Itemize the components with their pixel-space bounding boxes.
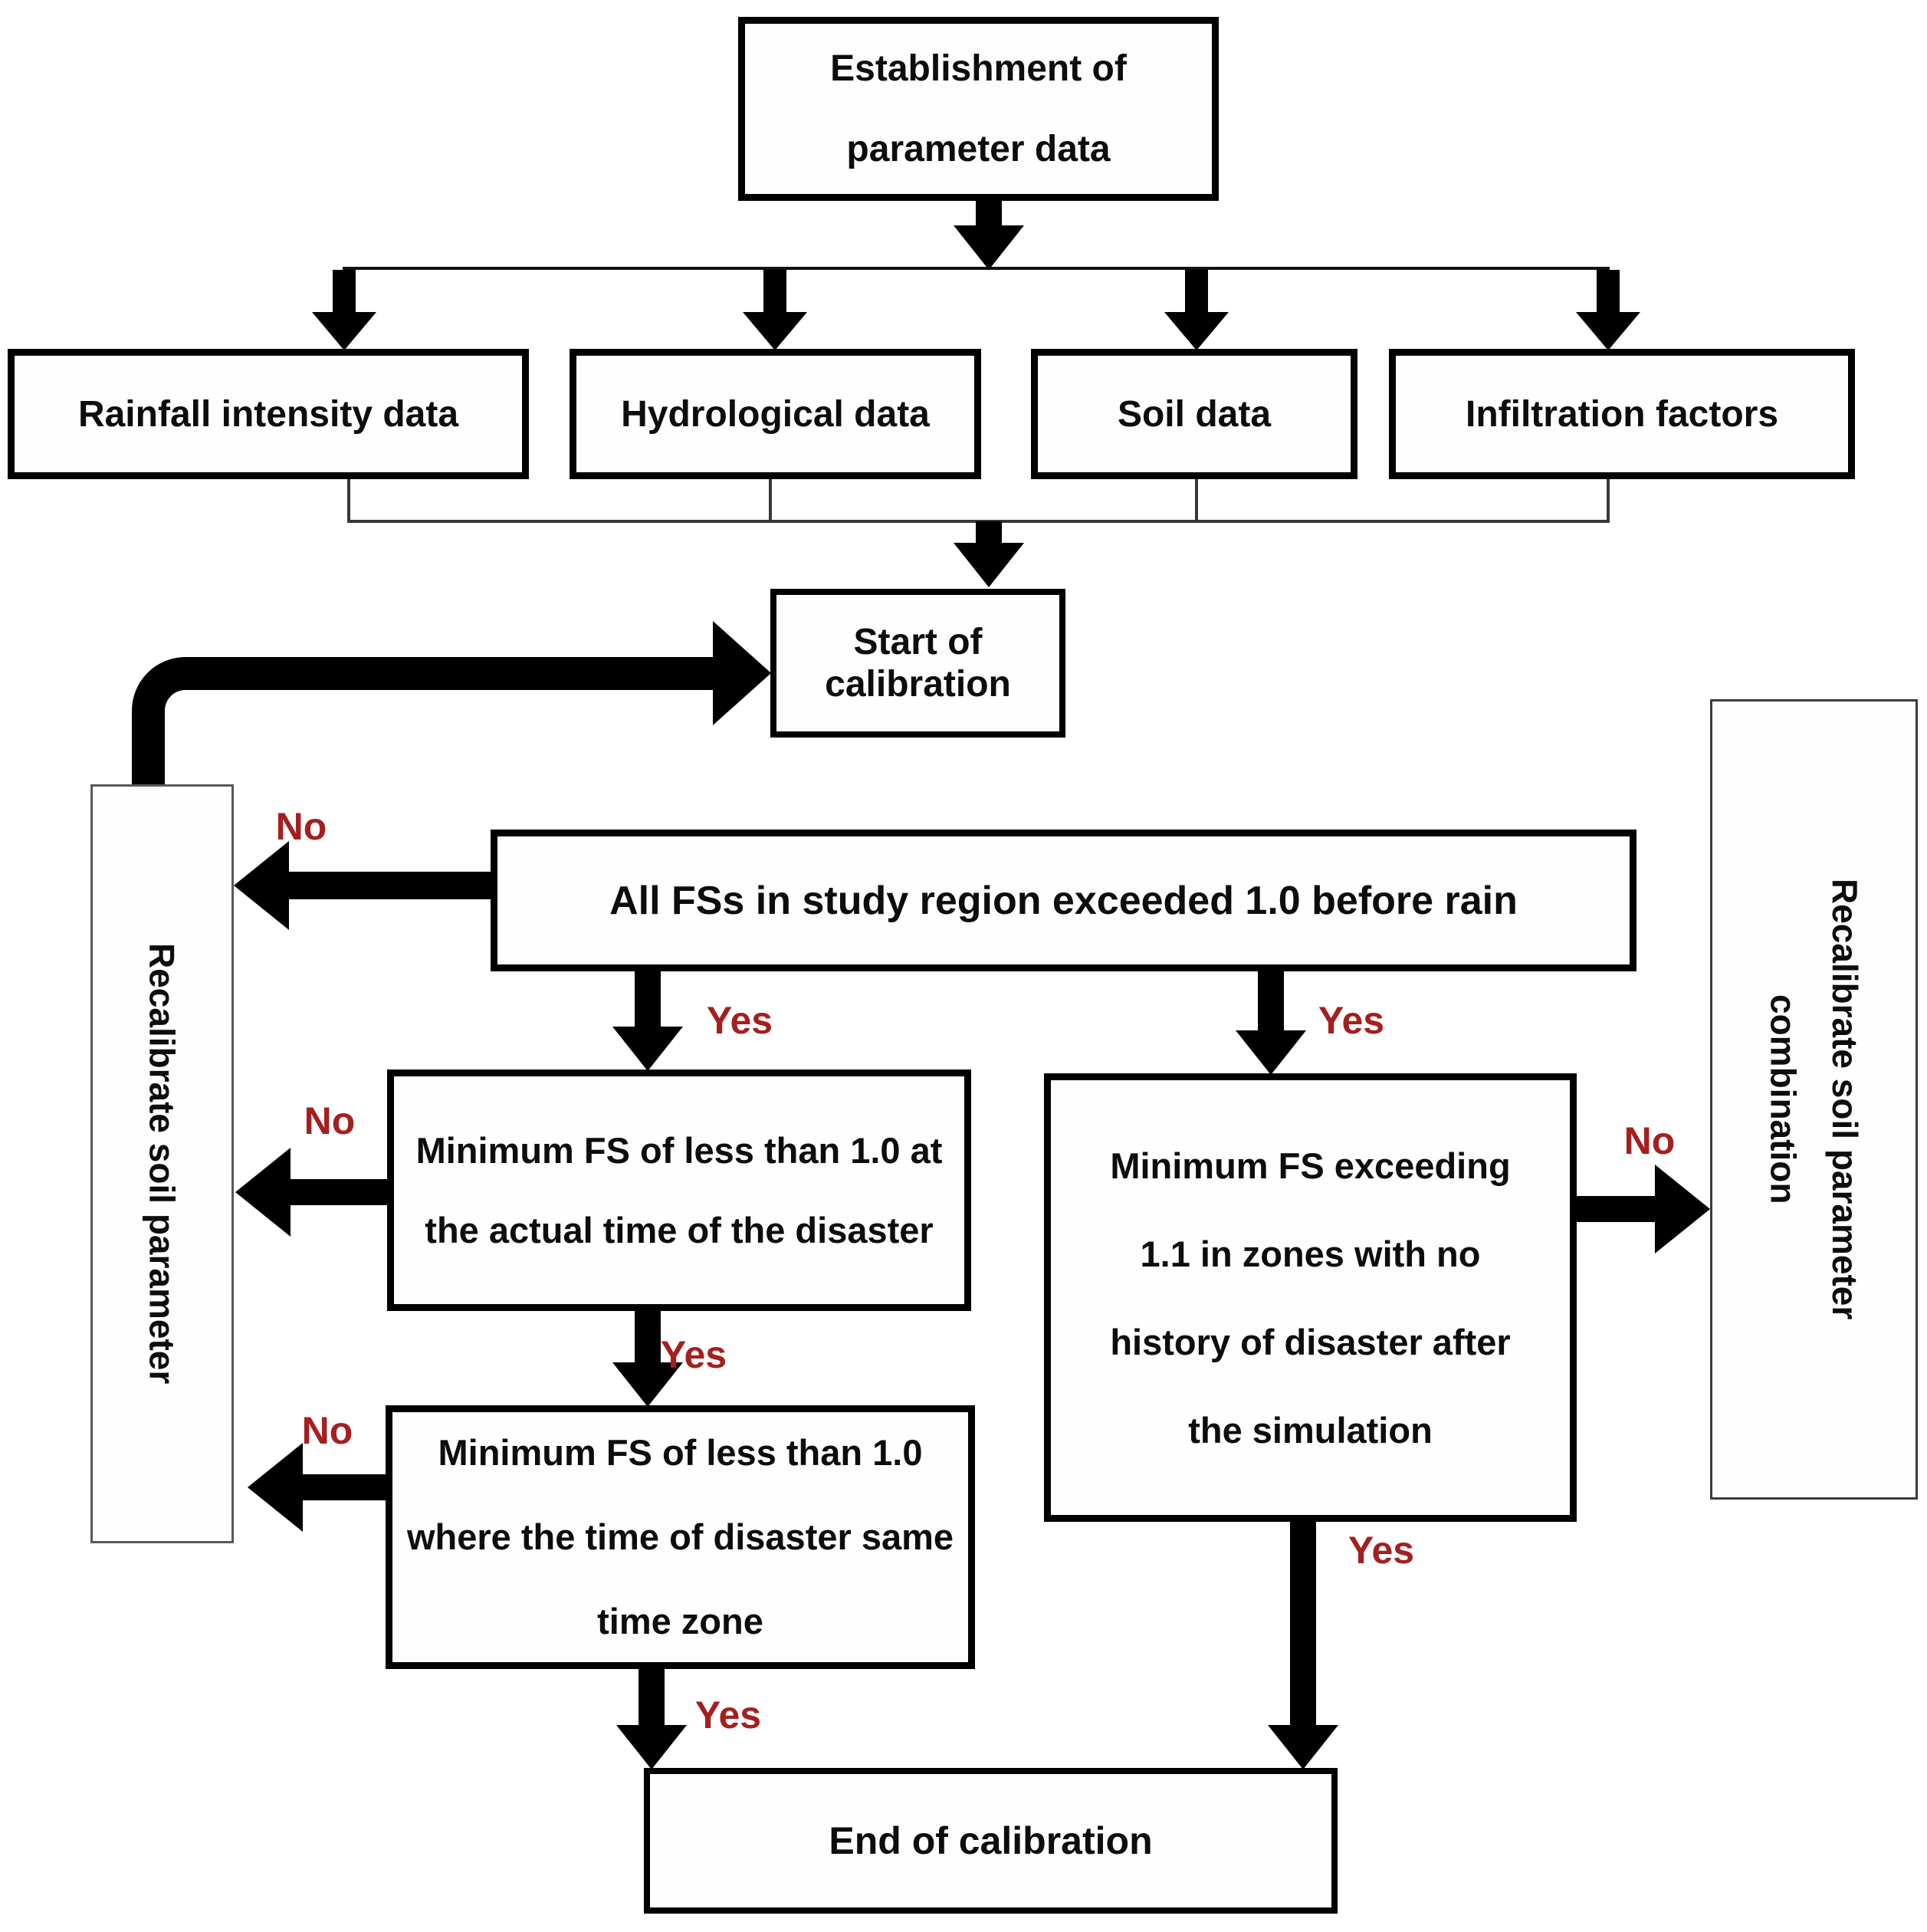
- drop-line-infiltration: [1607, 479, 1610, 523]
- node-start-calibration: Start of calibration: [770, 589, 1065, 738]
- node-fs-before-rain-label: All FSs in study region exceeded 1.0 bef…: [609, 878, 1518, 923]
- arrow-yes-left2-shaft: [635, 1309, 661, 1368]
- node-hydrological: Hydrological data: [570, 349, 981, 479]
- node-recalibrate-soil: Recalibrate soil parameter: [90, 784, 234, 1543]
- arrow-to-soil-shaft: [1185, 270, 1208, 314]
- node-rainfall: Rainfall intensity data: [8, 349, 529, 479]
- arrow-to-soil-head: [1164, 312, 1229, 350]
- node-min-fs-actual-time-label: Minimum FS of less than 1.0 at the actua…: [415, 1129, 943, 1250]
- label-no-2: No: [304, 1099, 356, 1142]
- arrow-to-start-head: [954, 543, 1024, 587]
- arrow-establishment-head: [954, 225, 1024, 270]
- node-recalibrate-combination-line2: combination: [1763, 994, 1804, 1204]
- arrow-to-infiltration-shaft: [1597, 270, 1620, 314]
- arrow-yes-left3-shaft: [639, 1668, 665, 1731]
- arrow-to-rainfall-head: [312, 312, 376, 350]
- arrow-no1-shaft: [285, 872, 492, 899]
- label-yes-3: Yes: [660, 1333, 727, 1376]
- node-recalibrate-combination: Recalibrate soil parameter combination: [1710, 699, 1918, 1500]
- arrow-to-hydrological-shaft: [763, 270, 786, 314]
- node-end-calibration: End of calibration: [644, 1768, 1338, 1914]
- node-hydrological-label: Hydrological data: [621, 393, 930, 435]
- label-no-4: No: [1623, 1119, 1676, 1162]
- arrow-no4-shaft: [1575, 1196, 1656, 1222]
- arrow-yes-left3-head: [616, 1725, 687, 1769]
- arrow-no3-shaft: [300, 1474, 389, 1500]
- node-min-fs-actual-time: Minimum FS of less than 1.0 at the actua…: [387, 1070, 971, 1311]
- label-yes-5: Yes: [1348, 1529, 1415, 1572]
- node-min-fs-no-history: Minimum FS exceeding 1.1 in zones with n…: [1044, 1073, 1577, 1522]
- node-min-fs-no-history-label: Minimum FS exceeding 1.1 in zones with n…: [1110, 1145, 1511, 1451]
- drop-line-rainfall: [347, 479, 350, 523]
- arrow-no2-shaft: [287, 1179, 389, 1205]
- node-establishment-label: Establishment of parameter data: [830, 48, 1127, 169]
- node-infiltration: Infiltration factors: [1389, 349, 1855, 479]
- arrow-yes-right1-shaft: [1258, 970, 1284, 1037]
- node-recalibrate-combination-label: Recalibrate soil parameter combination: [1752, 879, 1876, 1319]
- arrow-yes-left1-head: [612, 1027, 683, 1071]
- arrow-to-infiltration-head: [1576, 312, 1640, 350]
- arrow-to-rainfall-shaft: [333, 270, 356, 314]
- node-end-calibration-label: End of calibration: [829, 1819, 1153, 1862]
- label-yes-4: Yes: [694, 1694, 762, 1737]
- node-fs-before-rain: All FSs in study region exceeded 1.0 bef…: [491, 830, 1636, 971]
- node-establishment: Establishment of parameter data: [738, 17, 1219, 201]
- node-min-fs-same-zone-label: Minimum FS of less than 1.0 where the ti…: [406, 1432, 954, 1641]
- drop-line-soil: [1195, 479, 1198, 523]
- arrow-yes-left1-shaft: [635, 970, 661, 1033]
- label-no-3: No: [301, 1409, 353, 1452]
- label-yes-2: Yes: [1318, 999, 1385, 1042]
- label-yes-1: Yes: [706, 999, 773, 1042]
- drop-line-hydrological: [769, 479, 772, 523]
- loop-arrow-elbow: [132, 657, 713, 784]
- node-recalibrate-combination-line1: Recalibrate soil parameter: [1825, 879, 1865, 1320]
- node-min-fs-same-zone: Minimum FS of less than 1.0 where the ti…: [386, 1405, 975, 1669]
- loop-arrow-head: [713, 621, 771, 725]
- arrow-no3-head: [248, 1443, 303, 1532]
- node-recalibrate-soil-label: Recalibrate soil parameter: [142, 943, 182, 1385]
- arrow-no2-head: [235, 1148, 291, 1237]
- arrow-to-hydrological-head: [743, 312, 807, 350]
- arrow-yes-right2-shaft: [1290, 1520, 1316, 1731]
- node-soil: Soil data: [1031, 349, 1357, 479]
- arrow-yes-right1-head: [1236, 1030, 1306, 1075]
- node-rainfall-label: Rainfall intensity data: [77, 393, 459, 435]
- node-start-calibration-label: Start of calibration: [825, 622, 1011, 705]
- label-no-1: No: [275, 805, 327, 848]
- arrow-yes-left2-head: [612, 1362, 683, 1407]
- node-infiltration-label: Infiltration factors: [1465, 393, 1779, 435]
- arrow-no4-head: [1655, 1165, 1710, 1254]
- arrow-yes-right2-head: [1268, 1725, 1338, 1769]
- arrow-no1-head: [234, 841, 289, 930]
- node-soil-label: Soil data: [1117, 393, 1272, 435]
